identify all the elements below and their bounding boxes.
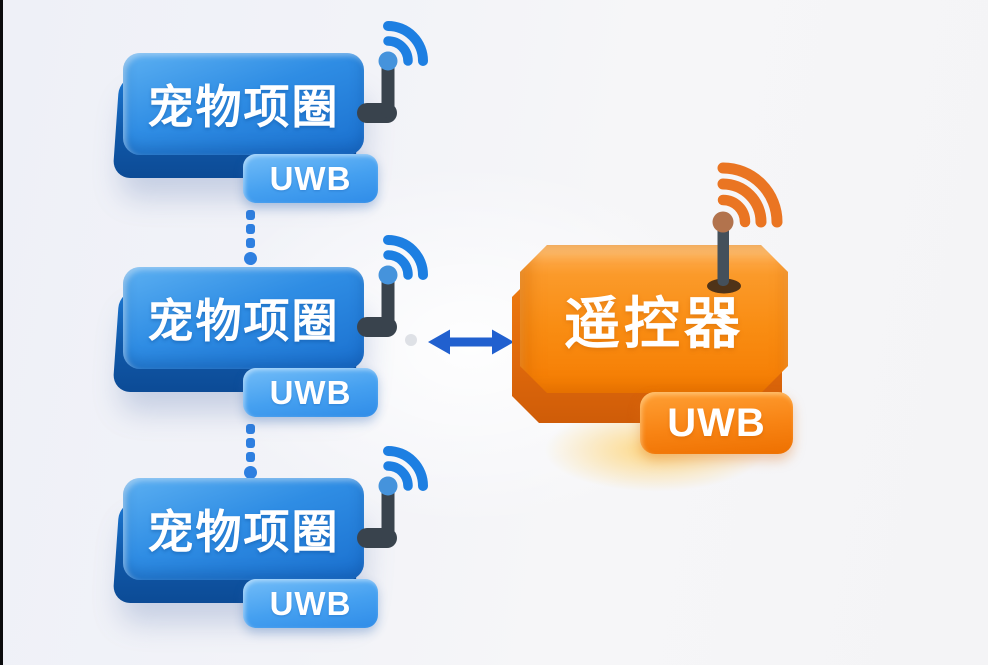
collar-unit-3: 宠物项圈 UWB bbox=[112, 445, 440, 660]
remote-label: 遥控器 bbox=[564, 291, 744, 355]
dotted-connector-2 bbox=[243, 424, 257, 479]
wifi-antenna-icon bbox=[357, 21, 428, 123]
uwb-badge-label: UWB bbox=[269, 373, 352, 411]
remote-box: 遥控器 bbox=[520, 245, 788, 393]
wifi-antenna-icon bbox=[707, 162, 783, 294]
uwb-badge: UWB bbox=[243, 579, 378, 628]
uwb-badge: UWB bbox=[243, 154, 378, 203]
uwb-badge-label: UWB bbox=[667, 400, 766, 445]
left-edge-strip bbox=[0, 0, 3, 665]
collar-box: 宠物项圈 bbox=[123, 478, 364, 580]
double-arrow-icon bbox=[428, 329, 514, 355]
background-dot bbox=[405, 334, 417, 346]
uwb-badge: UWB bbox=[640, 392, 793, 454]
collar-label: 宠物项圈 bbox=[147, 506, 340, 558]
collar-label: 宠物项圈 bbox=[147, 295, 340, 347]
wifi-antenna-icon bbox=[357, 446, 428, 548]
dotted-connector-1 bbox=[243, 210, 257, 265]
uwb-badge: UWB bbox=[243, 368, 378, 417]
collar-unit-2: 宠物项圈 UWB bbox=[112, 234, 440, 449]
collar-label: 宠物项圈 bbox=[147, 81, 340, 133]
collar-box: 宠物项圈 bbox=[123, 53, 364, 155]
remote-unit: 遥控器 UWB bbox=[505, 150, 817, 495]
collar-unit-1: 宠物项圈 UWB bbox=[112, 20, 440, 235]
collar-box: 宠物项圈 bbox=[123, 267, 364, 369]
wifi-antenna-icon bbox=[357, 235, 428, 337]
uwb-badge-label: UWB bbox=[269, 584, 352, 622]
uwb-badge-label: UWB bbox=[269, 159, 352, 197]
